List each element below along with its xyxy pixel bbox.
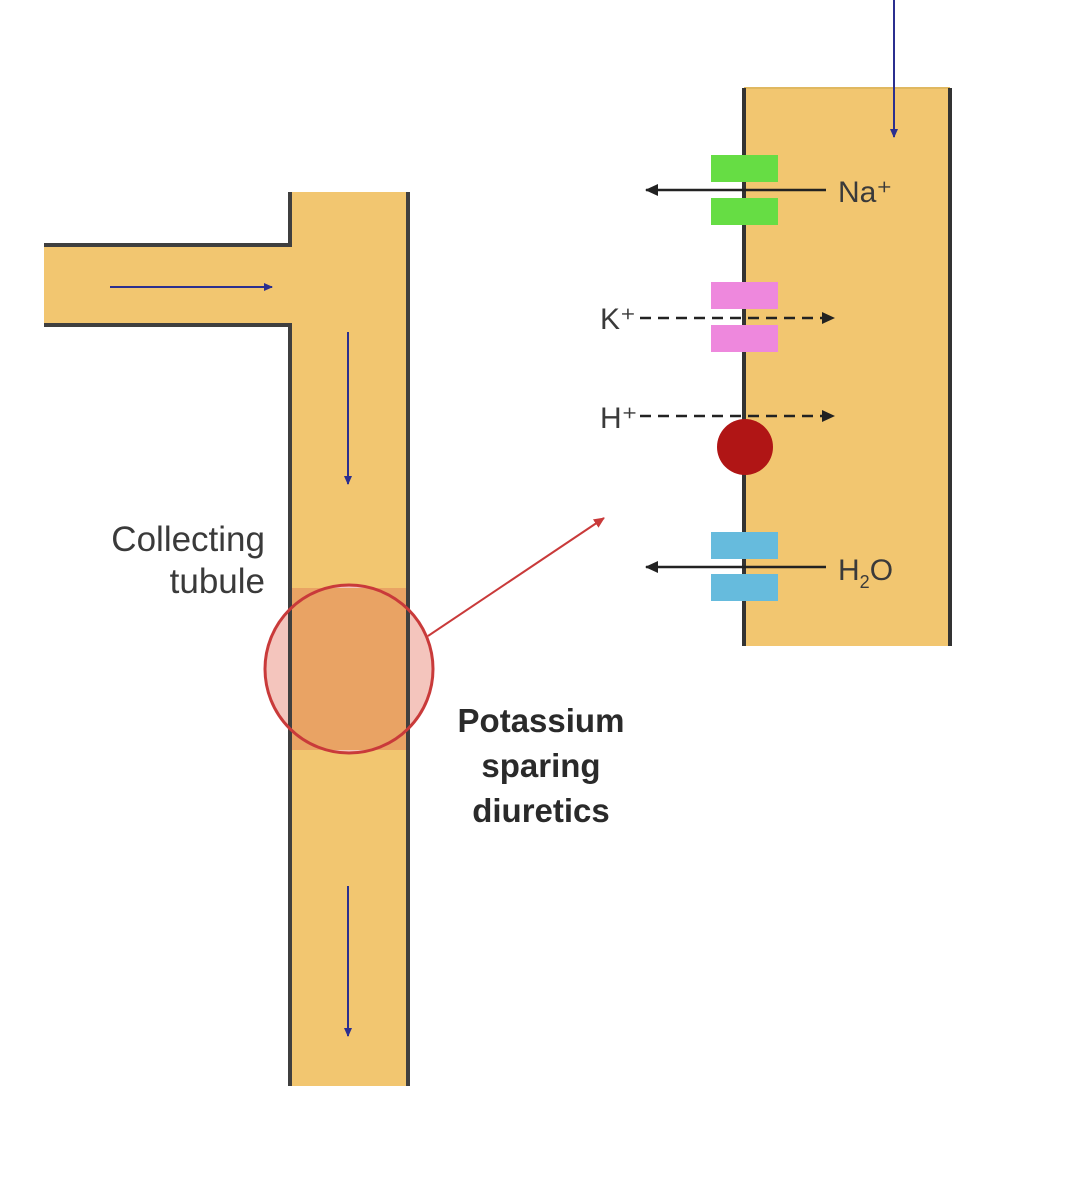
sodium-channel-bottom (711, 198, 778, 225)
sodium-channel (711, 155, 778, 225)
label-water: H2O (838, 554, 893, 592)
sodium-channel-top (711, 155, 778, 182)
zoom-tubule-section (292, 588, 406, 750)
label-hydrogen-ion: H⁺ (600, 402, 638, 435)
label-water-o: O (870, 554, 893, 587)
zoom-circle-outline (263, 583, 435, 755)
potassium-channel-bottom (711, 325, 778, 352)
magnified-cell: Na⁺ K⁺ H⁺ H2O (600, 0, 952, 646)
zoom-region (263, 517, 605, 755)
label-collecting-tubule-line2: tubule (170, 562, 265, 601)
label-sodium-ion: Na⁺ (838, 176, 892, 209)
water-channel-bottom (711, 574, 778, 601)
zoom-pointer-arrow (427, 517, 605, 637)
label-drug-line2: sparing (481, 747, 600, 784)
label-water-h: H (838, 554, 860, 587)
cell-body (744, 88, 950, 646)
potassium-channel (711, 282, 778, 352)
potassium-channel-top (711, 282, 778, 309)
label-collecting-tubule-line1: Collecting (111, 520, 265, 559)
water-channel (711, 532, 778, 601)
label-drug-line1: Potassium (458, 702, 625, 739)
proton-pump (717, 419, 773, 475)
inflow-branch (44, 245, 294, 325)
label-drug-line3: diuretics (472, 792, 610, 829)
water-channel-top (711, 532, 778, 559)
label-water-subscript: 2 (860, 572, 870, 592)
label-potassium-ion: K⁺ (600, 303, 636, 336)
